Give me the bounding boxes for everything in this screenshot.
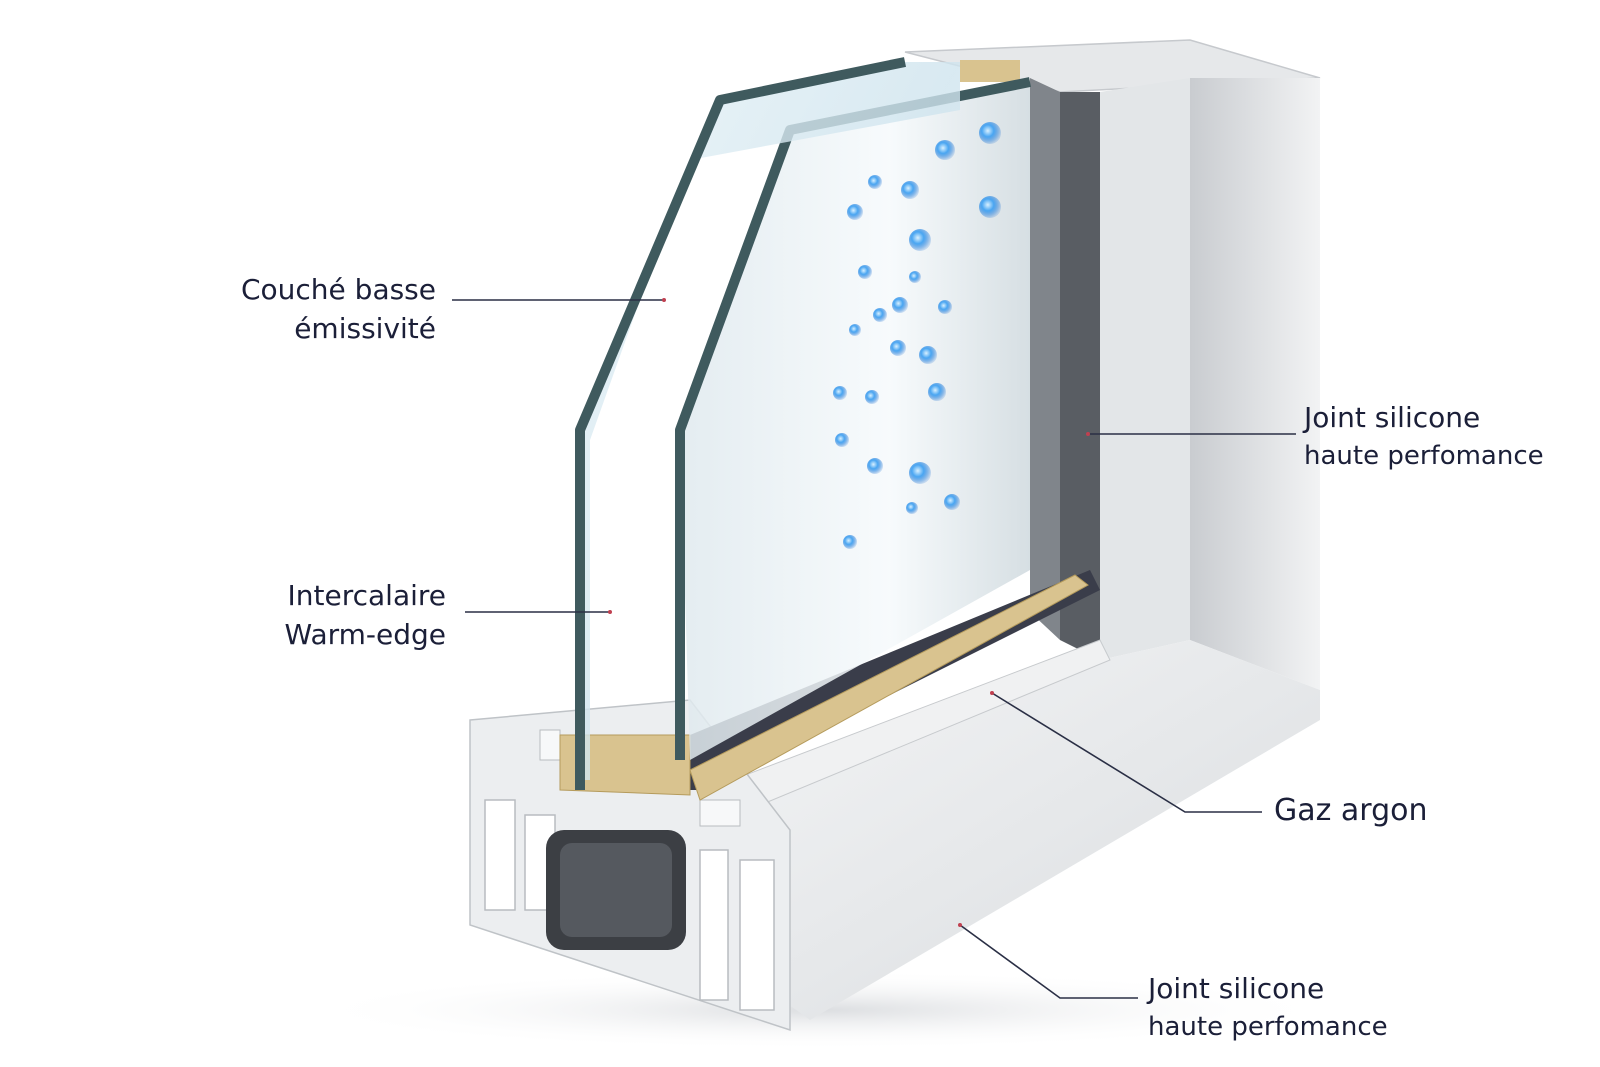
argon-dot (909, 462, 931, 484)
callout-argon-gas: Gaz argon (1274, 791, 1428, 830)
argon-dot (843, 535, 857, 549)
post-front-face (1100, 78, 1190, 660)
argon-dot (867, 458, 883, 474)
callout-line: Joint silicone (1148, 972, 1325, 1005)
argon-dot (909, 271, 921, 283)
post-seal-dark (1060, 92, 1100, 660)
argon-dot (833, 386, 847, 400)
steel-reinforcement-inner (560, 843, 672, 937)
warm-edge-spacer-top (960, 60, 1020, 82)
callout-line: Warm-edge (284, 618, 446, 651)
callout-line: émissivité (294, 312, 436, 345)
argon-dot (892, 297, 908, 313)
leader-line-gaz (991, 692, 1262, 813)
argon-dot (979, 122, 1001, 144)
argon-dot (928, 383, 946, 401)
rail-clip-2 (699, 799, 741, 827)
rail-chamber-3 (699, 849, 729, 1001)
inner-glass-pane (675, 77, 1031, 760)
frame-body (469, 39, 1321, 1032)
argon-dot (944, 494, 960, 510)
argon-dot (849, 324, 861, 336)
argon-dot (906, 502, 918, 514)
argon-dot (935, 140, 955, 160)
argon-dot (865, 390, 879, 404)
argon-dot (901, 181, 919, 199)
callout-line: Gaz argon (1274, 793, 1428, 828)
post-seal-mid (1030, 78, 1060, 640)
callout-low-emissivity-coating: Couché basse émissivité (241, 270, 436, 348)
leader-dot-joint-top (1086, 432, 1090, 436)
callout-silicone-seal-top: Joint silicone haute perfomance (1304, 398, 1544, 476)
leader-dot-joint-bottom (958, 923, 962, 927)
argon-dot (868, 175, 882, 189)
warm-edge-spacer (689, 574, 1089, 801)
rail-clip-1 (539, 729, 561, 761)
leader-dot-gaz (990, 691, 994, 695)
leader-line-joint-bottom (959, 924, 1138, 999)
callout-warm-edge-spacer: Intercalaire Warm-edge (285, 576, 446, 654)
argon-dot (873, 308, 887, 322)
argon-dot (909, 229, 931, 251)
argon-dot (979, 196, 1001, 218)
leader-dot-intercalaire (608, 610, 612, 614)
outer-glass-pane (575, 57, 960, 790)
argon-dot (919, 346, 937, 364)
callout-line: Joint silicone (1304, 401, 1481, 434)
post-outer-side (1190, 78, 1320, 690)
argon-dot (847, 204, 863, 220)
warm-edge-spacer-front (559, 734, 691, 796)
argon-dot (938, 300, 952, 314)
callout-line: Intercalaire (287, 579, 447, 612)
argon-gas-particles (833, 122, 1001, 549)
argon-dot (858, 265, 872, 279)
rail-chamber-1 (484, 799, 516, 911)
callout-line: haute perfomance (1148, 1012, 1388, 1042)
leader-lines (452, 298, 1296, 999)
rail-front-face (700, 640, 1320, 1020)
callout-line: Couché basse (240, 273, 436, 306)
leader-dot-couche (662, 298, 666, 302)
argon-dot (835, 433, 849, 447)
callout-line: haute perfomance (1304, 441, 1544, 471)
argon-dot (890, 340, 906, 356)
callout-silicone-seal-bottom: Joint silicone haute perfomance (1148, 969, 1388, 1047)
rail-chamber-4 (739, 859, 775, 1011)
